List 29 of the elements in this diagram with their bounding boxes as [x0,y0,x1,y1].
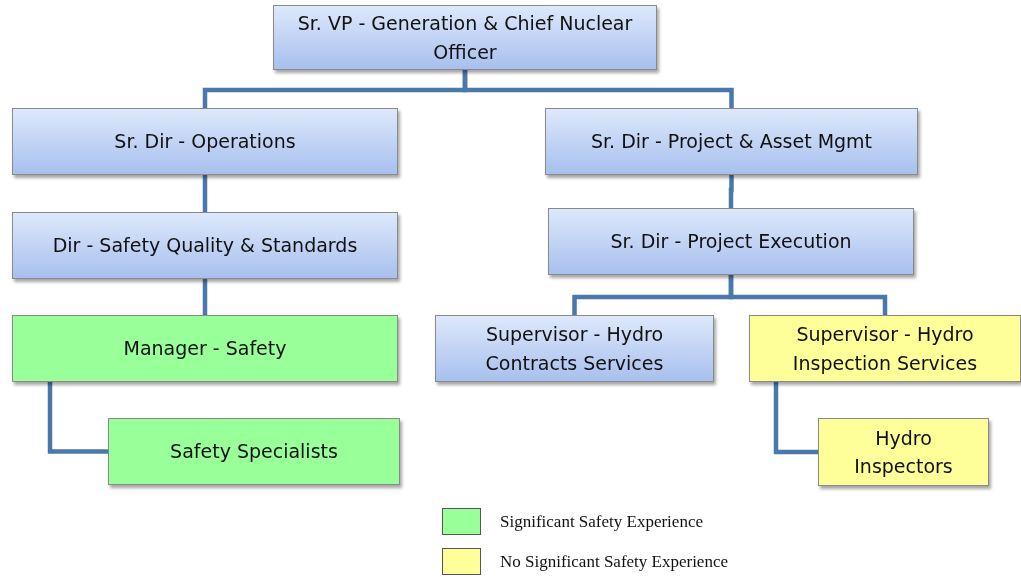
connector-line [728,275,888,315]
org-chart-box [273,5,657,70]
connector-line [202,175,208,212]
role-title: Sr. Dir - Project Execution [609,229,853,255]
org-chart-box [545,108,918,175]
role-title: Safety Specialists [169,439,339,465]
connector-line [202,279,208,315]
org-chart-box [108,418,400,485]
connector-line [728,175,734,208]
org-chart-box [749,315,1021,382]
role-title: Supervisor - Hydro Inspection Services [791,322,979,376]
role-title: Supervisor - Hydro Contracts Services [484,322,665,376]
role-title: Sr. Dir - Operations [113,129,297,155]
role-title: Hydro Inspectors [853,425,954,479]
connector-line [47,382,108,454]
org-chart-box [548,208,914,275]
role-title: Dir - Safety Quality & Standards [51,233,359,259]
connector-line [462,70,734,108]
org-chart-box [818,418,989,486]
legend-label: No Significant Safety Experience [500,551,728,572]
org-chart-box [12,108,398,175]
org-chart-box [12,212,398,279]
org-chart-box [12,315,398,382]
role-title: Sr. VP - Generation & Chief Nuclear Officer [296,11,634,65]
role-title: Sr. Dir - Project & Asset Mgmt [589,129,874,155]
legend-label: Significant Safety Experience [500,511,703,532]
role-title: Manager - Safety [122,336,288,362]
connector-line [773,382,818,455]
org-chart-box [435,315,714,382]
